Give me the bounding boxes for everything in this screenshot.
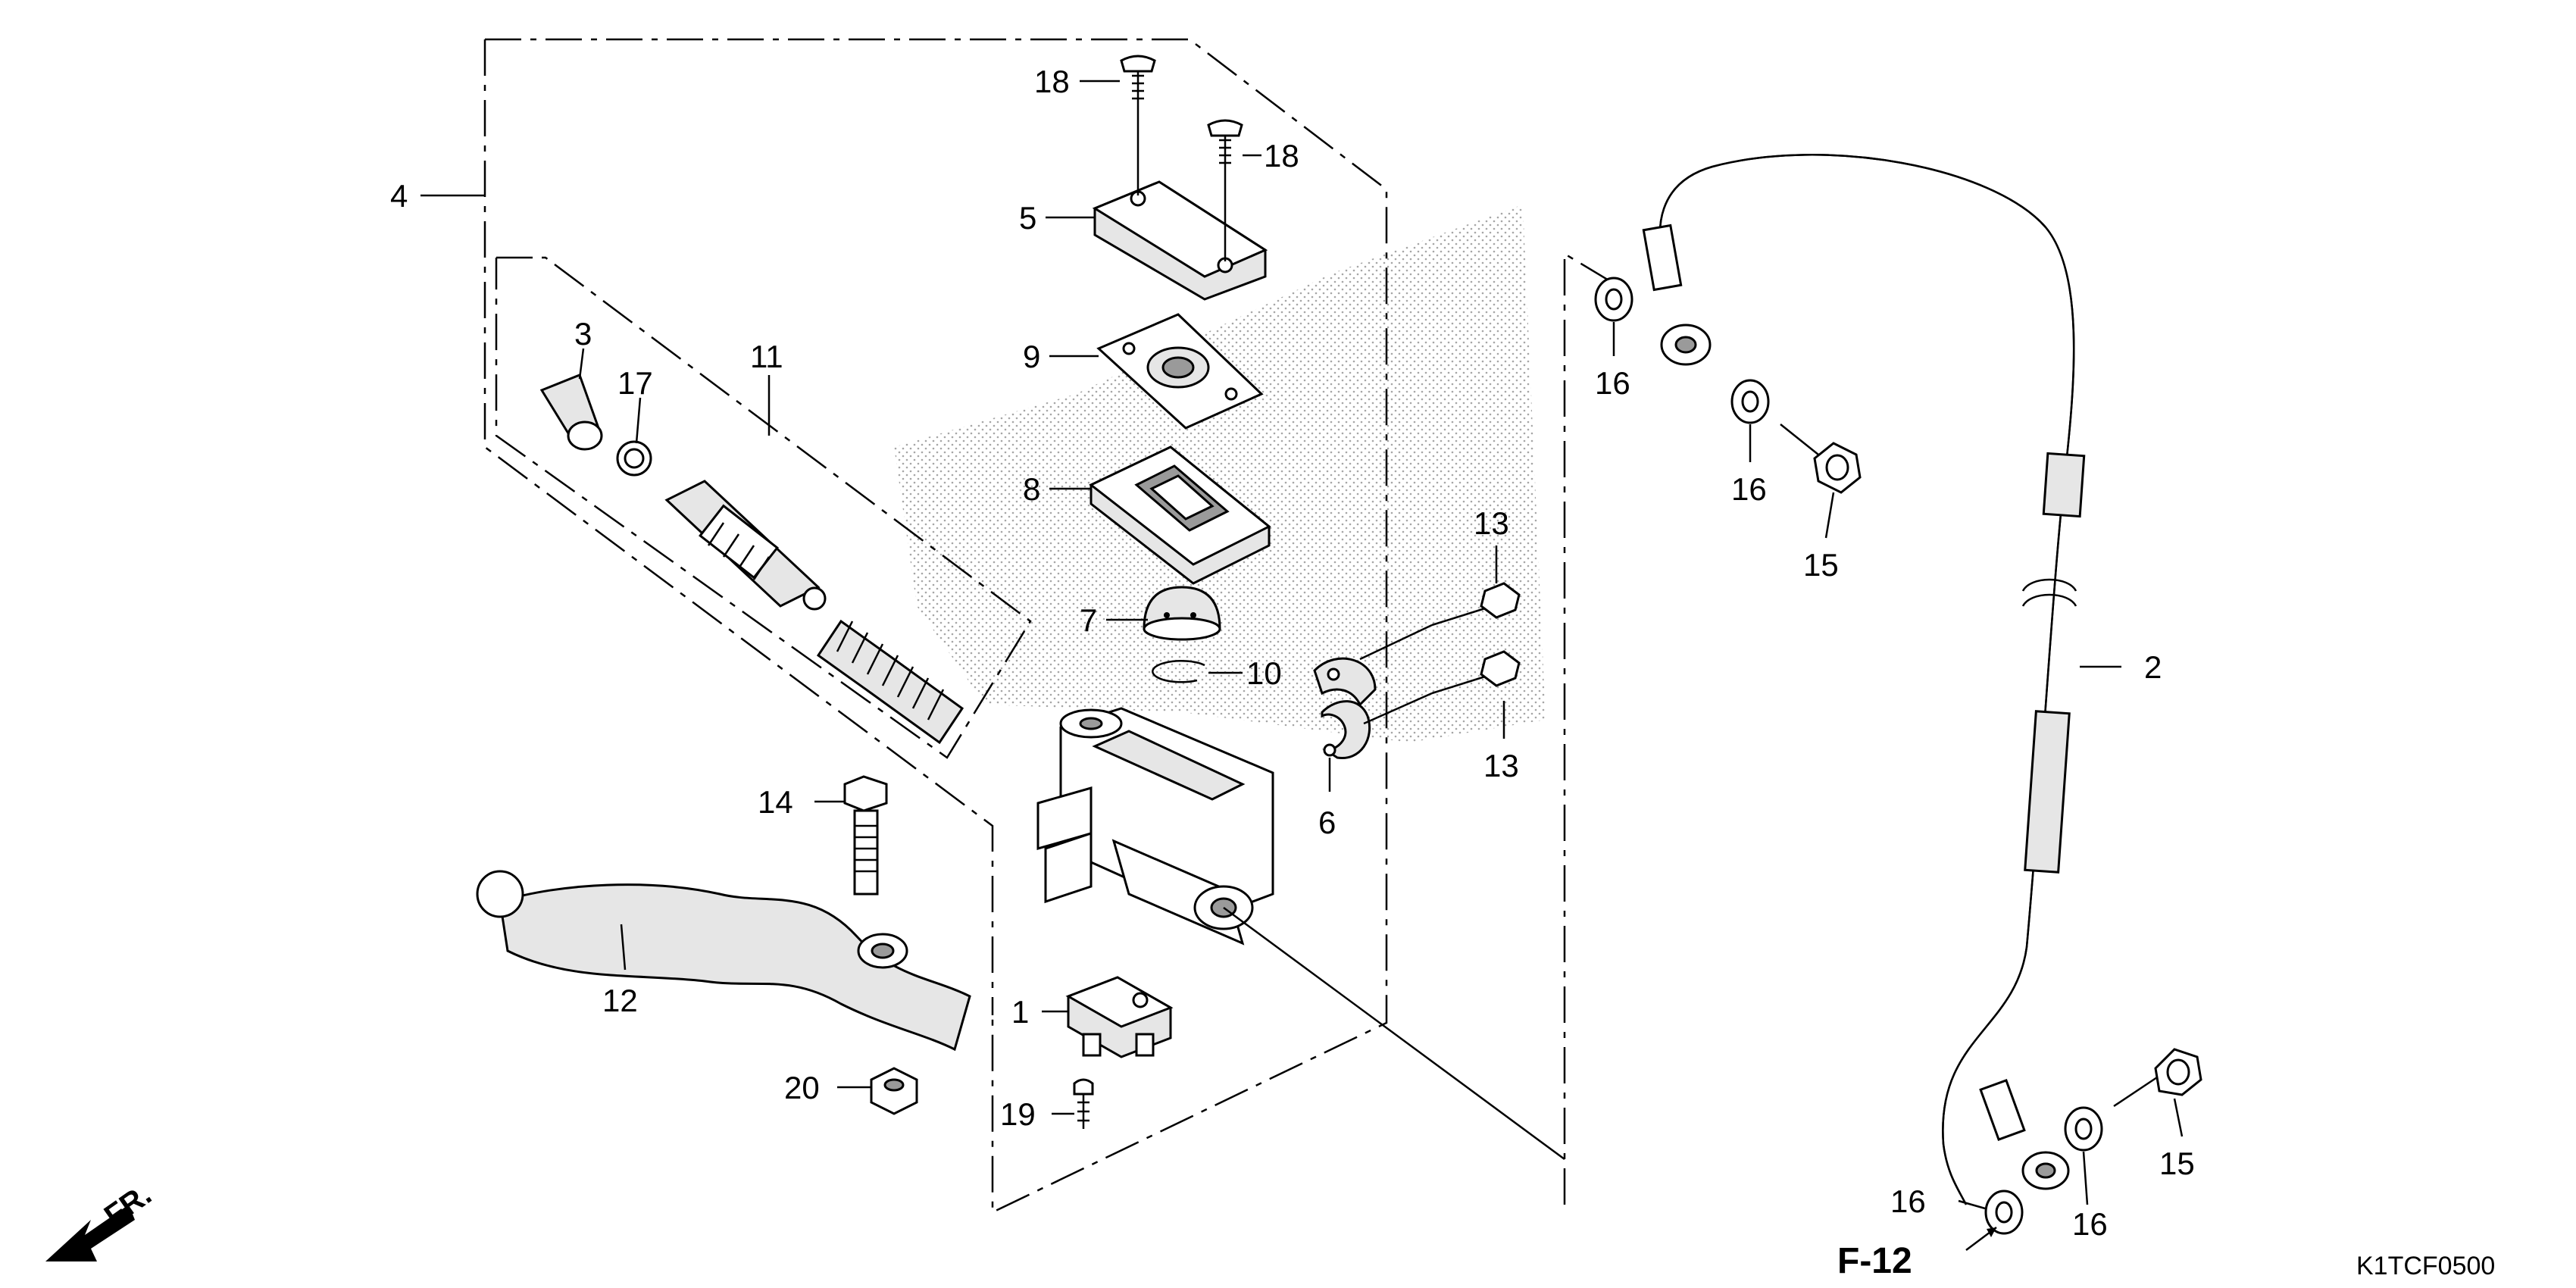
callout-12: 12 [602,983,638,1018]
screw-19 [1073,1078,1094,1129]
brake-lever-12 [476,870,971,1052]
diagram-code: K1TCF0500 [2356,1252,2495,1280]
stop-switch-1 [1065,976,1174,1058]
diaphragm-8 [1089,445,1271,585]
washer-16-a [1594,277,1633,322]
callout-15a: 15 [1803,547,1839,583]
callout-5: 5 [1019,200,1036,236]
master-cylinder-body [1036,707,1565,1161]
bolt-14 [843,775,888,896]
circlip-17 [616,440,652,477]
boot-7 [1143,586,1221,641]
bolt-13-b [1363,650,1521,725]
callout-11: 11 [750,339,783,374]
bolt-13-a [1359,582,1521,661]
callout-17: 17 [617,365,653,401]
callout-6: 6 [1318,805,1336,840]
reservoir-cap-5 [1092,180,1268,301]
callout-4: 4 [390,178,408,214]
dust-boot-3 [539,374,603,451]
callout-1: 1 [1011,994,1029,1030]
stipple-shading [894,205,1546,742]
piston-11 [664,480,964,745]
callout-14: 14 [758,784,793,820]
callout-18b: 18 [1264,138,1299,174]
leader-lines [420,80,2184,1251]
assembly-frame [483,38,1388,1214]
washer-16-c [2064,1106,2103,1152]
hose-frame [1563,252,1622,1205]
callout-9: 9 [1023,339,1040,374]
callout-16a: 16 [1595,365,1630,401]
callout-10: 10 [1246,655,1282,691]
oil-bolt-15-b [2113,1048,2202,1108]
nut-20 [870,1067,918,1115]
callout-7: 7 [1080,602,1097,638]
callout-16b: 16 [1731,471,1767,507]
reference-page-link[interactable]: F-12 [1837,1241,1912,1281]
circlip-10 [1152,660,1205,683]
screw-18-b [1207,119,1243,170]
callout-19: 19 [1000,1096,1036,1132]
callout-8: 8 [1023,471,1040,507]
callout-20: 20 [784,1070,820,1105]
front-direction-arrow [45,1205,135,1261]
washer-16-d [1984,1190,2024,1235]
piston-kit-frame [495,256,1032,759]
screw-18-a [1120,55,1156,106]
callout-18a: 18 [1034,64,1070,99]
diaphragm-plate-9 [1096,313,1264,430]
washer-16-b [1730,379,1770,424]
callout-13a: 13 [1474,505,1509,541]
callout-3: 3 [574,316,592,352]
callout-2: 2 [2144,649,2162,685]
callout-13b: 13 [1483,748,1519,783]
brake-hose-2 [1642,154,2086,1205]
oil-bolt-15-a [1780,424,1862,494]
callout-16c: 16 [2072,1206,2108,1242]
callout-15b: 15 [2159,1146,2195,1181]
holder-6 [1313,657,1377,759]
callout-16d: 16 [1890,1183,1926,1219]
